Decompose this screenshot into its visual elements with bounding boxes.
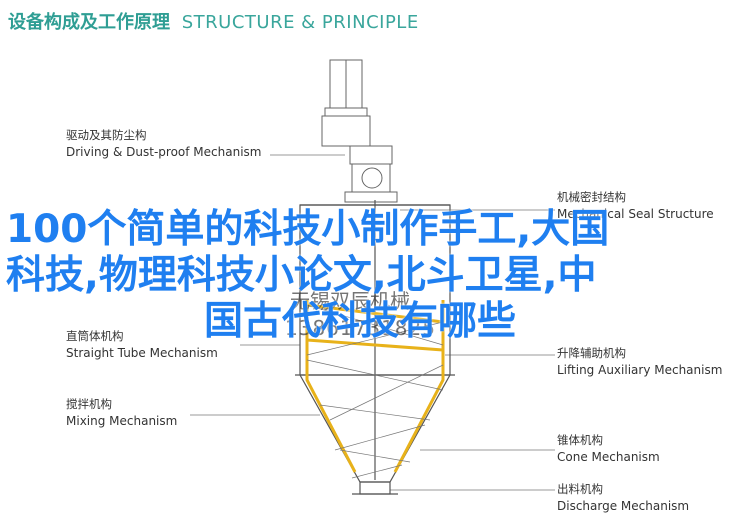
spiral-hatching	[306, 304, 444, 479]
overlay-line-2: 科技,物理科技小论文,北斗卫星,中	[6, 253, 597, 298]
overlay-line-1: 100个简单的科技小制作手工,大国	[6, 207, 610, 252]
label-mechanical-seal: 机械密封结构 Mechanical Seal Structure	[557, 190, 714, 221]
overlay-headline: 100个简单的科技小制作手工,大国 科技,物理科技小论文,北斗卫星,中 国古代科…	[6, 207, 686, 345]
label-mixing: 搅拌机构 Mixing Mechanism	[66, 397, 178, 428]
watermark-company: 无锡双辰机械	[290, 289, 410, 313]
mixing-spiral	[305, 300, 445, 473]
overlay-line-3: 国古代科技有哪些	[204, 299, 517, 344]
watermark-phone: 13861731825	[285, 316, 436, 340]
header-title-en: STRUCTURE & PRINCIPLE	[181, 12, 419, 33]
motor-unit	[321, 59, 398, 203]
header-title-cn: 设备构成及工作原理	[8, 12, 170, 33]
label-straight-tube: 直筒体机构 Straight Tube Mechanism	[66, 329, 218, 360]
leader-lines	[190, 154, 555, 491]
label-lifting: 升降辅助机构 Lifting Auxiliary Mechanism	[557, 346, 723, 377]
page-header: 设备构成及工作原理 STRUCTURE & PRINCIPLE	[8, 8, 419, 34]
label-discharge: 出料机构 Discharge Mechanism	[557, 482, 690, 513]
label-driving: 驱动及其防尘构 Driving & Dust-proof Mechanism	[66, 128, 262, 159]
label-cone: 锥体机构 Cone Mechanism	[557, 433, 660, 464]
